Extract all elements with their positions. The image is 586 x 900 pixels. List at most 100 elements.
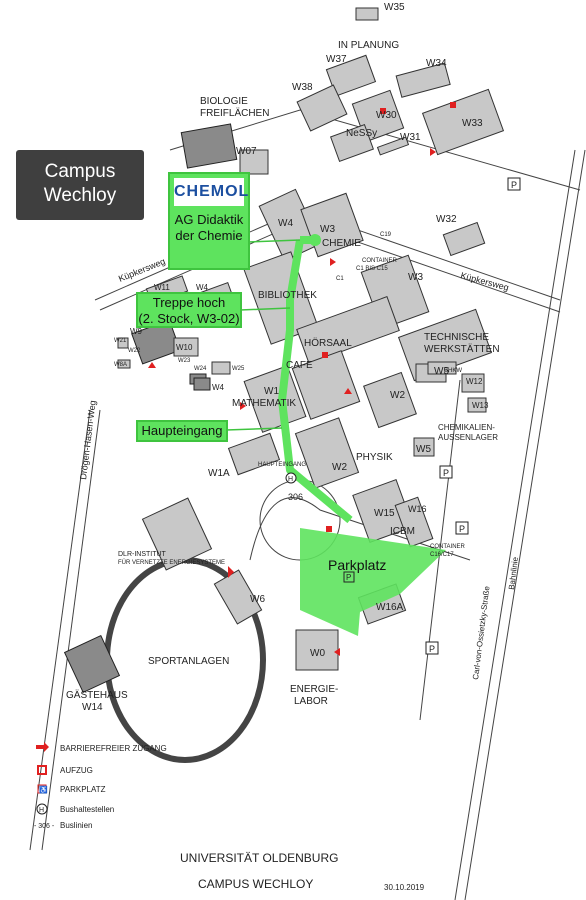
treppe-label-1: Treppe hoch xyxy=(152,295,226,310)
label-container: CONTAINER xyxy=(362,258,398,264)
building-w32 xyxy=(442,221,486,257)
label-dlr-2: FÜR VERNETZTE ENERGIESYSTEME xyxy=(118,559,225,566)
label-energie-1: ENERGIE- xyxy=(290,684,338,695)
legend-bus-letter: H xyxy=(39,807,44,814)
label-w15: W15 xyxy=(374,508,395,519)
label-w35: W35 xyxy=(384,2,405,13)
chemol-callout[interactable]: CHEMOL AG Didaktik der Chemie xyxy=(168,172,250,270)
label-w4-north: W4 xyxy=(278,218,293,229)
label-container-2: CONTAINER xyxy=(430,544,466,550)
label-w31: W31 xyxy=(400,132,421,143)
svg-text:P: P xyxy=(443,468,449,478)
building-bibliothek xyxy=(243,251,319,345)
legend-bus-icon xyxy=(36,803,48,815)
callout-line-haupteingang xyxy=(225,427,283,431)
campus-title-box: Campus Wechloy xyxy=(16,150,144,220)
svg-text:P: P xyxy=(346,573,351,582)
label-chemikalien-1: CHEMIKALIEN- xyxy=(438,423,495,432)
label-w34: W34 xyxy=(426,58,447,69)
label-w14: W14 xyxy=(82,702,103,713)
label-hoersaal: HÖRSAAL xyxy=(304,337,352,349)
campus-title-line-1: Campus xyxy=(44,161,116,182)
label-w0: W0 xyxy=(310,648,325,659)
label-c1: C1 xyxy=(336,276,344,282)
svg-text:P: P xyxy=(459,524,465,534)
label-nessy: NeSSy xyxy=(346,128,377,139)
label-dlr-1: DLR-INSTITUT xyxy=(118,551,167,558)
bus-stop-icon xyxy=(285,472,297,484)
building-nessy xyxy=(329,123,375,163)
label-ossietzky: Carl-von-Ossietzky-Straße xyxy=(471,585,491,680)
building-w21 xyxy=(117,337,129,349)
label-biologie-1: BIOLOGIE xyxy=(200,96,248,107)
chemol-label-1: AG Didaktik xyxy=(174,212,244,227)
label-w1a: W1A xyxy=(208,468,230,479)
route-path xyxy=(278,239,353,524)
label-w24: W24 xyxy=(194,366,207,372)
label-w9: W9 xyxy=(130,327,143,336)
haupteingang-label: Haupteingang xyxy=(141,423,223,438)
label-w4-west: W4 xyxy=(196,283,209,292)
accessible-entrance-arrows xyxy=(148,148,436,656)
label-chemie: CHEMIE xyxy=(322,238,361,249)
parking-sign-4: P xyxy=(425,641,439,655)
building-w2-east xyxy=(363,371,417,429)
svg-text:P: P xyxy=(429,644,435,654)
building-w13 xyxy=(467,397,487,413)
label-w38: W38 xyxy=(292,82,313,93)
label-w33: W33 xyxy=(462,118,483,129)
label-werkstaetten: WERKSTÄTTEN xyxy=(424,343,500,355)
label-droegen-hasen-weg: Drögen-Hasen-Weg xyxy=(78,400,98,480)
label-planung: IN PLANUNG xyxy=(338,40,399,51)
label-w3-north: W3 xyxy=(320,224,335,235)
building-w1a xyxy=(227,432,281,476)
haupteingang-callout[interactable]: Haupteingang xyxy=(136,420,228,442)
building-w34 xyxy=(395,62,451,98)
label-w5-south: W5 xyxy=(416,444,431,455)
label-w11: W11 xyxy=(154,283,170,292)
label-w22: W22 xyxy=(128,348,141,354)
building-biologie xyxy=(180,123,238,169)
callout-line-treppe xyxy=(239,307,291,311)
building-w37 xyxy=(325,54,377,97)
parkplatz-label: Parkplatz xyxy=(328,557,387,573)
label-w23: W23 xyxy=(178,358,191,364)
svg-text:P: P xyxy=(511,180,517,190)
bus-stop-letter: H xyxy=(288,476,293,483)
label-w16a: W16A xyxy=(376,602,404,613)
chemol-label-2: der Chemie xyxy=(175,228,243,243)
building-w8a xyxy=(117,359,131,369)
label-w12: W12 xyxy=(466,377,483,386)
road-droegen-hasen-weg xyxy=(29,409,91,851)
label-mathematik: MATHEMATIK xyxy=(232,398,296,409)
legend-parking-letter: ♿ xyxy=(39,785,48,794)
label-c19: C19 xyxy=(380,232,392,238)
building-w4-small xyxy=(193,377,211,391)
building-w0 xyxy=(295,629,339,671)
footer-campus: CAMPUS WECHLOY xyxy=(198,877,313,891)
label-bibliothek: BIBLIOTHEK xyxy=(258,290,317,301)
label-sportanlagen: SPORTANLAGEN xyxy=(148,656,229,667)
label-chemikalien-2: AUSSENLAGER xyxy=(438,433,498,442)
parkplatz-area xyxy=(300,528,446,636)
building-w2-physik xyxy=(294,417,360,489)
label-w1: W1 xyxy=(264,386,279,397)
label-w5: W5 xyxy=(434,366,449,377)
footer-date: 30.10.2019 xyxy=(384,883,425,892)
label-w6: W6 xyxy=(250,594,265,605)
building-hoersaal xyxy=(296,296,400,364)
label-c1-bis-c15: C1 BIS C15 xyxy=(356,266,388,272)
legend-bushaltestellen: Bushaltestellen xyxy=(60,805,114,814)
label-w4-small: W4 xyxy=(212,383,225,392)
legend-arrow-icon xyxy=(36,742,49,752)
campus-title-line-2: Wechloy xyxy=(43,185,117,206)
label-technische: TECHNISCHE xyxy=(424,332,489,343)
label-w32: W32 xyxy=(436,214,457,225)
building-cafe xyxy=(291,350,361,420)
label-biologie-2: FREIFLÄCHEN xyxy=(200,107,269,119)
treppe-callout[interactable]: Treppe hoch (2. Stock, W3-02) xyxy=(136,292,242,328)
building-gaestehaus xyxy=(63,634,121,694)
label-w10: W10 xyxy=(176,343,193,352)
legend-aufzug: AUFZUG xyxy=(60,766,93,775)
